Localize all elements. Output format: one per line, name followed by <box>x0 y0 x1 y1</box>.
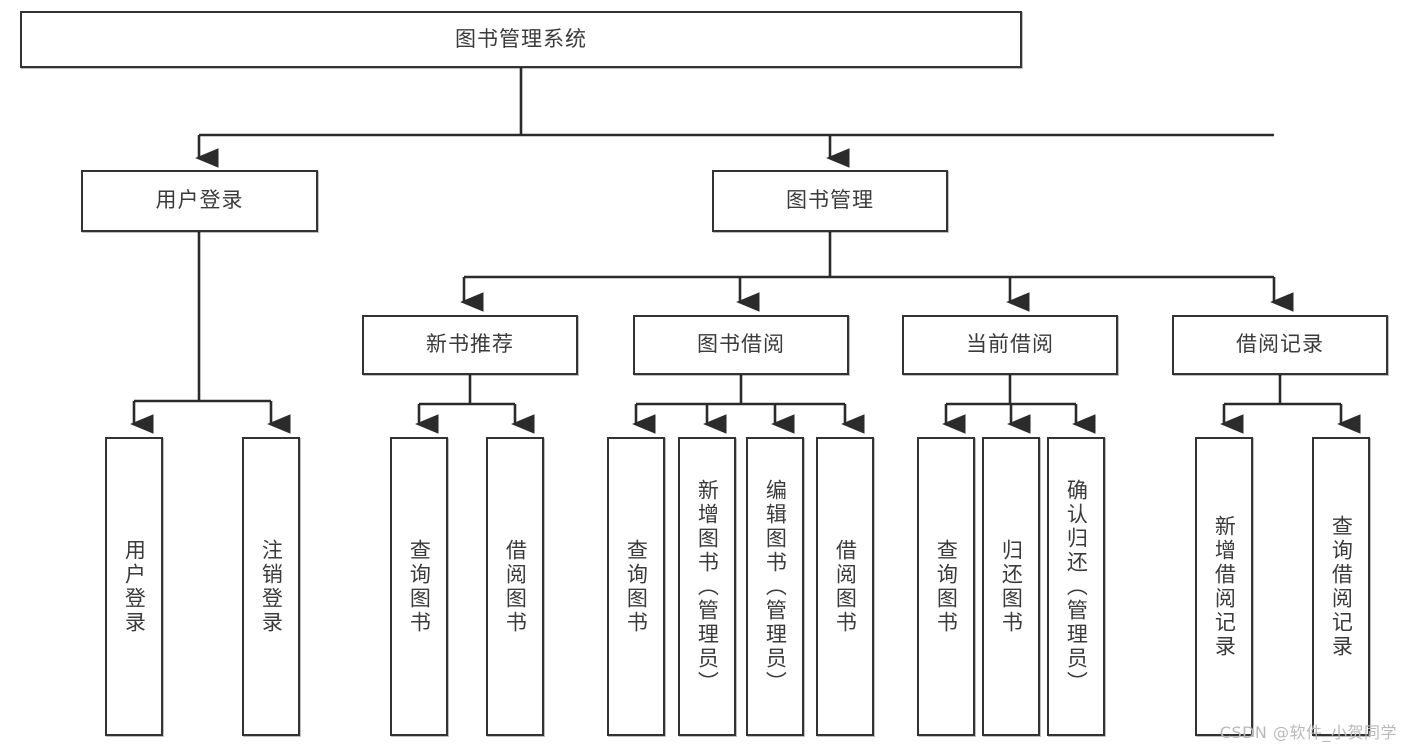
node-new-book-recommend[interactable]: 新书推荐 <box>362 315 578 375</box>
leaf-new-book-1[interactable]: 查询图书 <box>390 437 448 736</box>
leaf-new-book-2-label: 借阅图书 <box>503 538 528 635</box>
node-user-login-label: 用户登录 <box>155 188 244 213</box>
leaf-book-borrow-4[interactable]: 借阅图书 <box>816 437 874 736</box>
leaf-book-borrow-1[interactable]: 查询图书 <box>607 437 665 736</box>
leaf-user-login-1-label: 用户登录 <box>122 538 147 635</box>
leaf-current-borrow-1-label: 查询图书 <box>934 538 959 635</box>
leaf-borrow-record-2-label: 查询借阅记录 <box>1329 514 1354 659</box>
leaf-borrow-record-1[interactable]: 新增借阅记录 <box>1195 437 1253 736</box>
node-borrow-record[interactable]: 借阅记录 <box>1172 315 1388 375</box>
node-root-book-management-system[interactable]: 图书管理系统 <box>20 11 1022 68</box>
leaf-user-login-2[interactable]: 注销登录 <box>242 437 300 736</box>
node-book-management-label: 图书管理 <box>786 188 874 213</box>
leaf-user-login-1[interactable]: 用户登录 <box>105 437 163 736</box>
leaf-user-login-2-label: 注销登录 <box>259 538 284 635</box>
leaf-borrow-record-1-label: 新增借阅记录 <box>1212 514 1237 659</box>
node-book-borrow-label: 图书借阅 <box>697 332 785 357</box>
leaf-book-borrow-3-label: 编辑图书（管理员） <box>763 478 788 695</box>
leaf-new-book-2[interactable]: 借阅图书 <box>486 437 544 736</box>
leaf-book-borrow-2-label: 新增图书（管理员） <box>695 478 720 695</box>
leaf-book-borrow-3[interactable]: 编辑图书（管理员） <box>746 437 804 736</box>
leaf-book-borrow-4-label: 借阅图书 <box>833 538 858 635</box>
csdn-watermark: CSDN @软件_小贺同学 <box>1219 723 1397 742</box>
node-new-book-recommend-label: 新书推荐 <box>426 332 514 357</box>
node-root-label: 图书管理系统 <box>455 26 587 51</box>
leaf-book-borrow-2[interactable]: 新增图书（管理员） <box>678 437 736 736</box>
node-book-management[interactable]: 图书管理 <box>712 170 948 232</box>
leaf-borrow-record-2[interactable]: 查询借阅记录 <box>1312 437 1370 736</box>
node-current-borrow[interactable]: 当前借阅 <box>902 315 1118 375</box>
leaf-current-borrow-3-label: 确认归还（管理员） <box>1064 478 1089 695</box>
node-borrow-record-label: 借阅记录 <box>1236 332 1324 357</box>
leaf-current-borrow-2[interactable]: 归还图书 <box>982 437 1040 736</box>
leaf-current-borrow-1[interactable]: 查询图书 <box>917 437 975 736</box>
node-current-borrow-label: 当前借阅 <box>966 332 1054 357</box>
leaf-current-borrow-3[interactable]: 确认归还（管理员） <box>1047 437 1105 736</box>
leaf-book-borrow-1-label: 查询图书 <box>624 538 649 635</box>
node-user-login[interactable]: 用户登录 <box>81 170 318 232</box>
leaf-current-borrow-2-label: 归还图书 <box>999 538 1024 635</box>
node-book-borrow[interactable]: 图书借阅 <box>633 315 849 375</box>
leaf-new-book-1-label: 查询图书 <box>407 538 432 635</box>
